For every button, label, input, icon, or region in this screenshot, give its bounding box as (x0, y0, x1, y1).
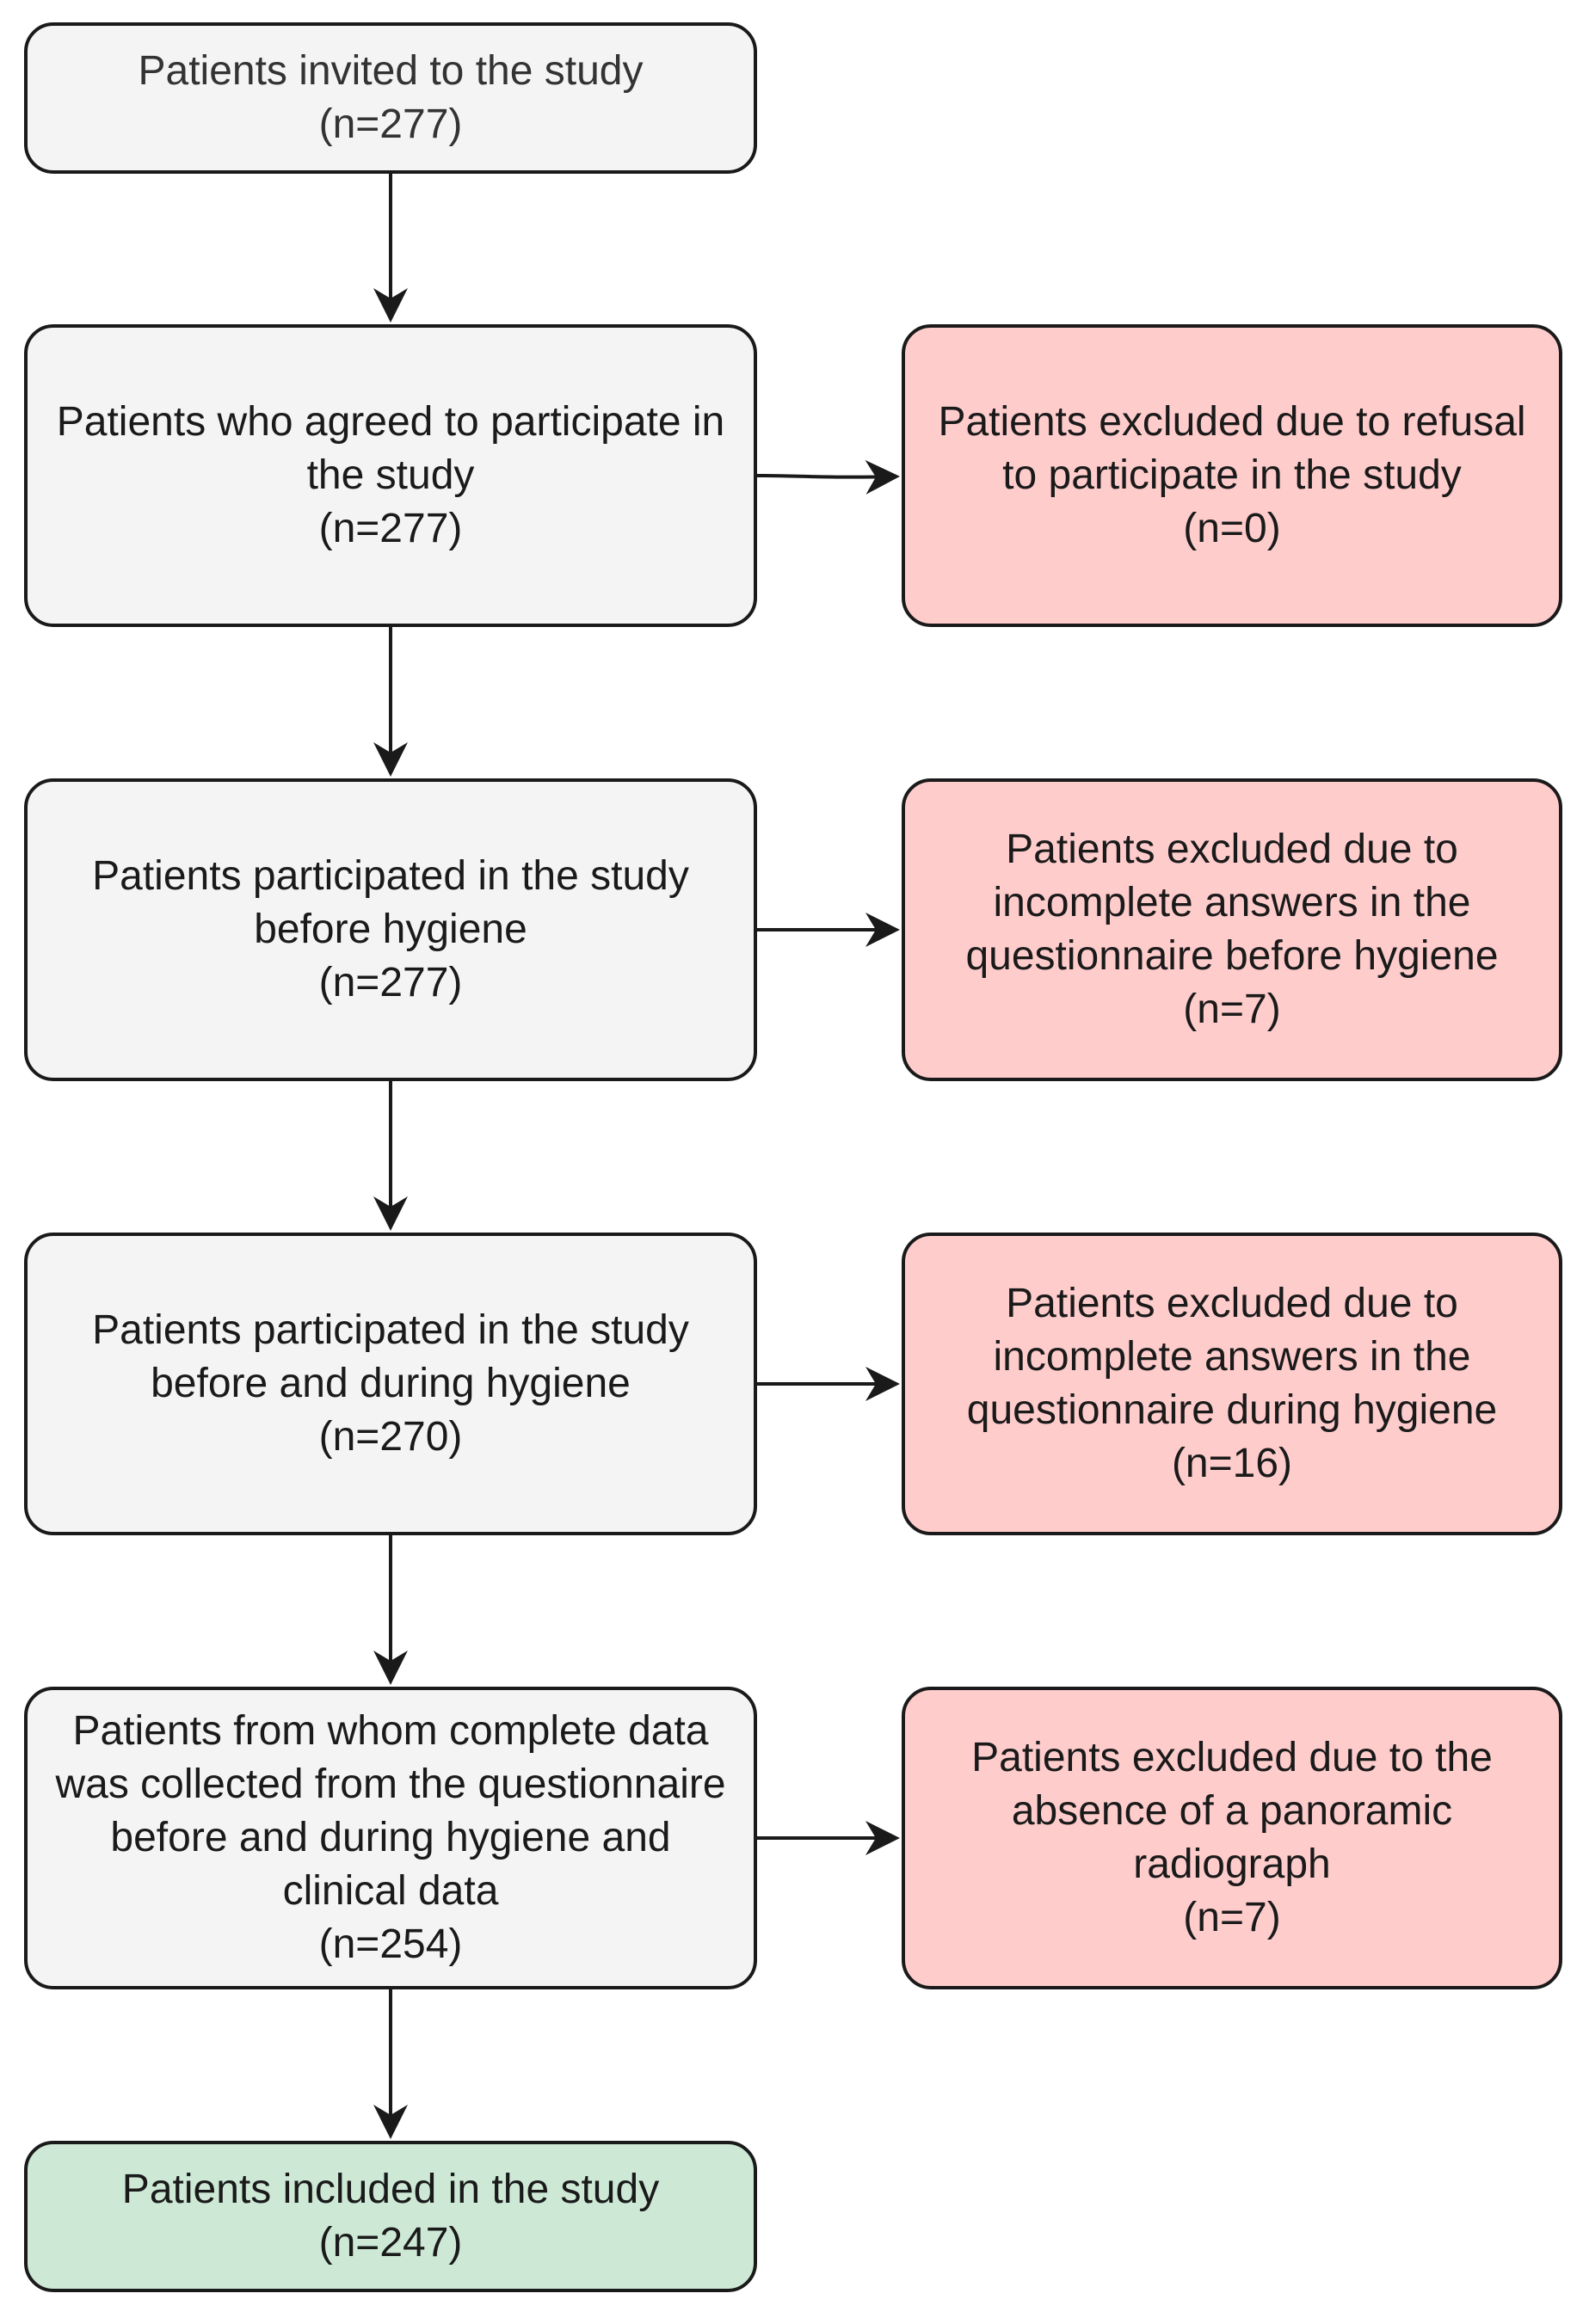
box-count: (n=270) (318, 1414, 463, 1460)
box-text-line: before and during hygiene (151, 1361, 631, 1406)
box-text-line: Patients excluded due to refusal (938, 399, 1526, 445)
box-count: (n=0) (1183, 506, 1281, 551)
box-text-line: questionnaire before hygiene (965, 933, 1499, 979)
box-text-line: Patients invited to the study (138, 48, 644, 94)
box-text-line: Patients excluded due to the (971, 1735, 1493, 1780)
box-patients-invited: Patients invited to the study (n=277) (24, 22, 757, 174)
box-text-line: incomplete answers in the (993, 1334, 1471, 1380)
box-count: (n=7) (1183, 987, 1281, 1032)
box-patients-agreed: Patients who agreed to participate in th… (24, 324, 757, 627)
box-text-line: Patients participated in the study (92, 853, 689, 899)
box-count: (n=247) (318, 2220, 463, 2266)
box-count: (n=277) (318, 101, 463, 147)
box-text-line: absence of a panoramic (1011, 1788, 1453, 1834)
box-text-line: to participate in the study (1002, 452, 1462, 498)
box-text-line: Patients excluded due to (1006, 827, 1458, 872)
arrow-agreed-to-refusal (756, 459, 900, 495)
box-excluded-no-radiograph: Patients excluded due to the absence of … (902, 1687, 1562, 1989)
box-text-line: clinical data (282, 1868, 499, 1914)
box-text-line: questionnaire during hygiene (966, 1387, 1498, 1433)
box-participated-before-hygiene: Patients participated in the study befor… (24, 778, 757, 1081)
box-count: (n=277) (318, 506, 463, 551)
box-text-line: was collected from the questionnaire (55, 1761, 726, 1807)
box-count: (n=7) (1183, 1895, 1281, 1940)
box-text-line: before and during hygiene and (110, 1815, 671, 1860)
box-excluded-incomplete-before: Patients excluded due to incomplete answ… (902, 778, 1562, 1081)
box-text-line: radiograph (1133, 1841, 1331, 1887)
box-text-line: Patients from whom complete data (72, 1708, 709, 1754)
box-text-line: Patients participated in the study (92, 1307, 689, 1353)
box-text-line: the study (306, 452, 475, 498)
box-excluded-incomplete-during: Patients excluded due to incomplete answ… (902, 1233, 1562, 1535)
box-text-line: Patients excluded due to (1006, 1281, 1458, 1326)
box-text-line: incomplete answers in the (993, 880, 1471, 925)
box-complete-data: Patients from whom complete data was col… (24, 1687, 757, 1989)
box-text-line: before hygiene (254, 907, 527, 952)
box-excluded-refusal: Patients excluded due to refusal to part… (902, 324, 1562, 627)
box-patients-included: Patients included in the study (n=247) (24, 2141, 757, 2292)
box-text-line: Patients who agreed to participate in (56, 399, 725, 445)
box-participated-during-hygiene: Patients participated in the study befor… (24, 1233, 757, 1535)
box-count: (n=277) (318, 960, 463, 1005)
box-count: (n=16) (1171, 1441, 1293, 1486)
box-count: (n=254) (318, 1921, 463, 1967)
box-text-line: Patients included in the study (121, 2167, 660, 2212)
